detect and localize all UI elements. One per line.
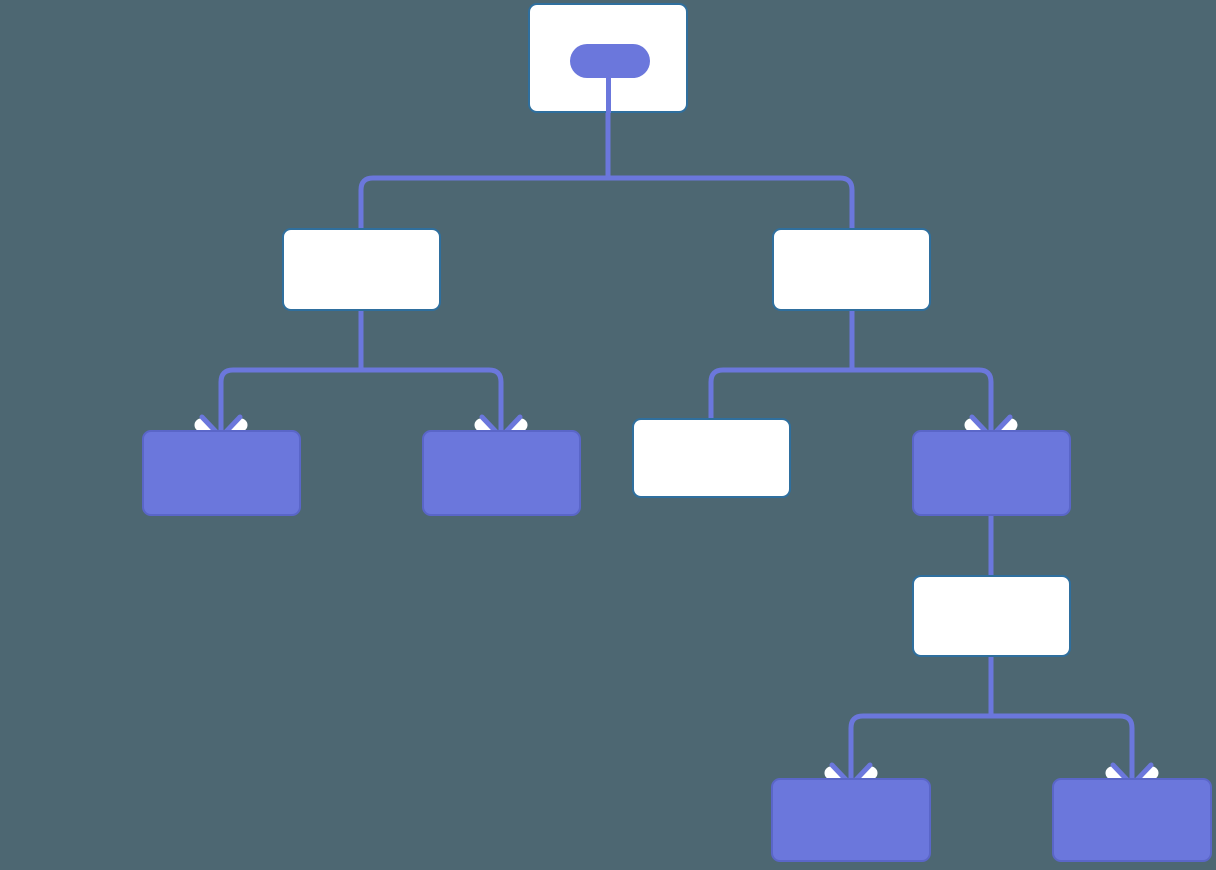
node-n8-passthrough[interactable]: [912, 575, 1071, 657]
node-n4-leaf[interactable]: [142, 430, 301, 516]
node-n1-pill-badge: [570, 44, 650, 78]
edge-e6[interactable]: [849, 311, 994, 437]
node-n9-leaf[interactable]: [771, 778, 931, 862]
edge-e8[interactable]: [848, 657, 994, 785]
edge-e5[interactable]: [708, 311, 855, 418]
node-n10-leaf[interactable]: [1052, 778, 1212, 862]
edge-e1[interactable]: [358, 113, 611, 228]
node-n5-leaf[interactable]: [422, 430, 581, 516]
edge-path-group: [218, 113, 1135, 785]
edge-e3[interactable]: [218, 311, 364, 437]
node-n2-passthrough[interactable]: [282, 228, 441, 311]
edge-e2[interactable]: [605, 113, 855, 228]
root-pill-stem: [606, 76, 611, 113]
edge-e9[interactable]: [988, 657, 1135, 785]
node-n3-passthrough[interactable]: [772, 228, 931, 311]
edge-e4[interactable]: [358, 311, 504, 437]
node-n7-branch[interactable]: [912, 430, 1071, 516]
node-n6-leaf[interactable]: [632, 418, 791, 498]
